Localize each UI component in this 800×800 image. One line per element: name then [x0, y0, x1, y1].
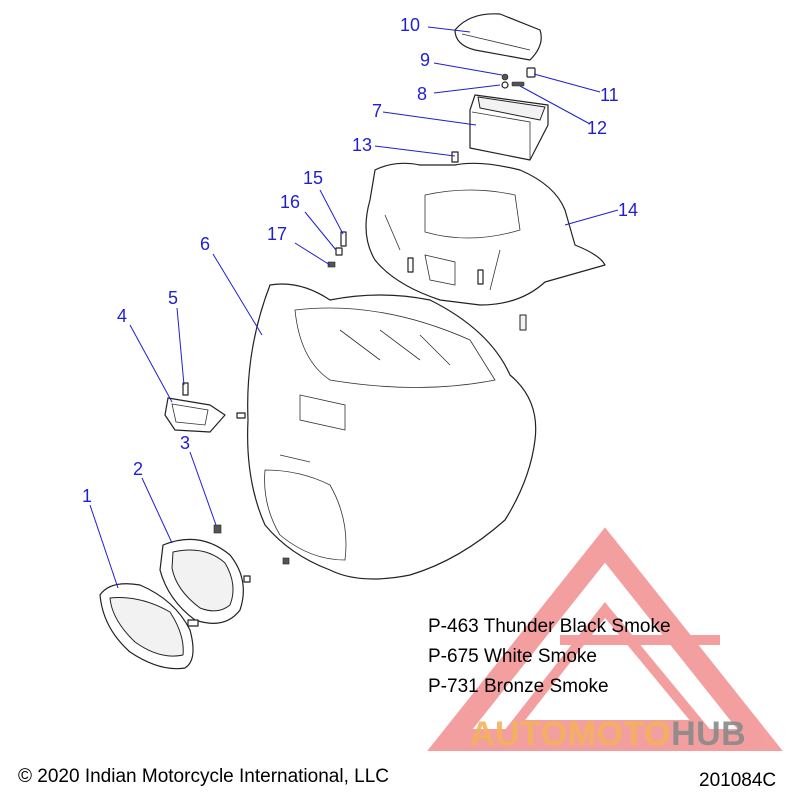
leader-lines: [89, 26, 619, 589]
callout-3: 3: [180, 433, 190, 453]
callout-6: 6: [200, 234, 210, 254]
part-3-clip: [213, 524, 222, 534]
watermark-text-part1: AUTOMOTO: [470, 715, 672, 753]
color-option-3: P-731 Bronze Smoke: [428, 676, 609, 697]
callout-2: 2: [133, 459, 143, 479]
callout-10: 10: [400, 15, 420, 35]
part-4-5-light-assembly: [164, 382, 246, 433]
watermark-logo-icon: [427, 527, 783, 751]
callout-7: 7: [372, 101, 382, 121]
callout-14: 14: [618, 200, 638, 220]
watermark-text: AUTOMOTOHUB: [470, 715, 746, 754]
part-1-trim-ring: [99, 583, 199, 670]
callout-15: 15: [303, 168, 323, 188]
callout-17: 17: [267, 224, 287, 244]
part-6-outer-fairing: [247, 283, 537, 580]
callout-9: 9: [420, 50, 430, 70]
callout-16: 16: [280, 192, 300, 212]
part-14-inner-fairing: [365, 162, 606, 331]
callout-5: 5: [168, 288, 178, 308]
callout-13: 13: [352, 135, 372, 155]
callout-4: 4: [117, 306, 127, 326]
part-7-storage-box: [469, 94, 549, 161]
color-option-2: P-675 White Smoke: [428, 646, 597, 667]
callout-8: 8: [417, 84, 427, 104]
callout-12: 12: [587, 118, 607, 138]
part-8-9-11-12-hardware: [501, 67, 536, 89]
part-10-top-cover: [454, 13, 542, 61]
drawing-number: 201084C: [699, 770, 777, 791]
part-15-16-17-fasteners: [327, 231, 347, 268]
callout-11: 11: [600, 85, 619, 105]
watermark-text-part2: HUB: [671, 715, 747, 753]
color-option-1: P-463 Thunder Black Smoke: [428, 616, 671, 637]
callout-labels: 1 2 3 4 5 6 7 8 9 10 11 12 13 14 15 16 1…: [82, 15, 638, 506]
copyright-text: © 2020 Indian Motorcycle International, …: [18, 766, 389, 787]
callout-1: 1: [82, 486, 92, 506]
part-2-headlight-bezel: [159, 538, 251, 624]
